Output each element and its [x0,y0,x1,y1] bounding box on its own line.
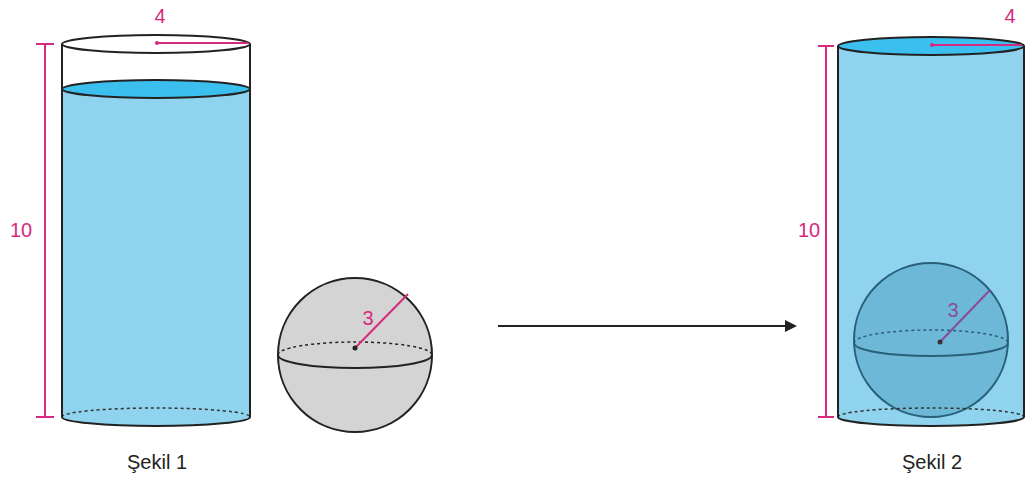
radius-label: 3 [362,308,373,328]
radius-label: 4 [154,6,165,26]
transition-arrow [498,325,795,327]
cylinder-1 [62,35,250,426]
figure-caption: Şekil 1 [127,452,187,472]
radius-label: 4 [1004,6,1015,26]
radius-label: 3 [947,300,958,320]
figure-caption: Şekil 2 [902,452,962,472]
sphere [278,278,432,432]
height-label: 10 [10,220,32,240]
height-bracket [36,44,54,417]
height-label: 10 [798,220,820,240]
cylinder-2 [838,37,1024,426]
height-bracket [818,46,834,417]
